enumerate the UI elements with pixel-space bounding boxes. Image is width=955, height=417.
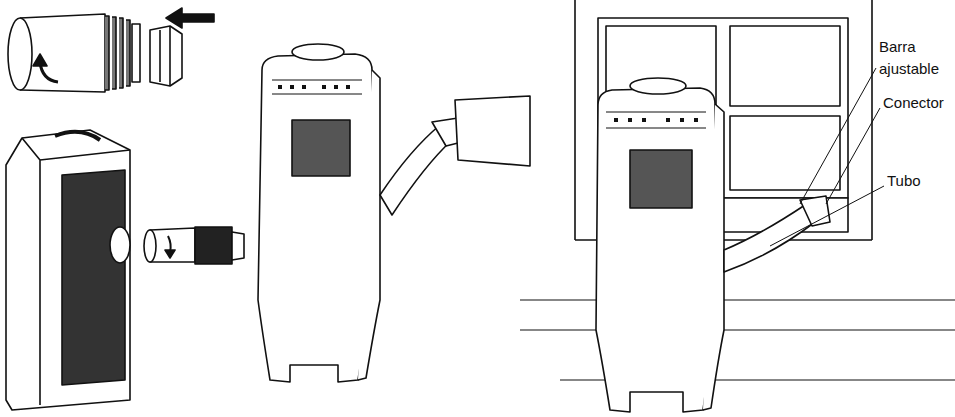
leader-lines — [770, 68, 884, 246]
unit-side — [703, 104, 724, 410]
hose-connector — [800, 196, 830, 226]
hose-piece-end — [144, 230, 156, 262]
part-label: Barra ajustable — [879, 36, 955, 80]
unit-body — [258, 54, 372, 382]
hose-piece-adapter — [232, 232, 244, 260]
window-bar — [455, 96, 530, 166]
unit-handle — [292, 44, 344, 60]
part-label: Conector — [883, 92, 955, 114]
front-grille — [630, 150, 692, 208]
unit-handle — [55, 132, 100, 140]
exhaust-port — [110, 227, 130, 263]
control-panel — [272, 80, 362, 94]
unit-body — [6, 130, 130, 410]
twist-arrowhead — [33, 54, 47, 66]
twist-arrowhead — [165, 250, 175, 258]
insert-arrow — [166, 8, 214, 28]
control-buttons — [614, 118, 698, 122]
adapter-edge — [160, 26, 170, 86]
leader-line — [826, 108, 880, 204]
unit-side — [358, 70, 380, 380]
control-panel — [606, 112, 706, 128]
unit-body — [596, 88, 715, 412]
hose-end — [8, 18, 32, 90]
unit-edge — [22, 138, 130, 405]
hose-adapter-assembly — [8, 8, 214, 92]
side-grille — [62, 170, 125, 385]
hose-rim — [132, 24, 140, 82]
hose-piece-ribs — [195, 227, 232, 264]
control-buttons — [278, 85, 350, 89]
part-label: Tubo — [887, 170, 955, 192]
adapter — [150, 26, 182, 86]
unit-hose-view — [258, 44, 530, 382]
unit-side-view — [6, 130, 244, 410]
front-grille — [292, 120, 350, 176]
exhaust-hose — [724, 205, 815, 272]
hose-ribs — [105, 16, 130, 90]
installed-view — [520, 0, 955, 412]
floor-lines — [520, 300, 955, 380]
leader-line — [770, 186, 884, 246]
unit-handle — [630, 78, 686, 94]
